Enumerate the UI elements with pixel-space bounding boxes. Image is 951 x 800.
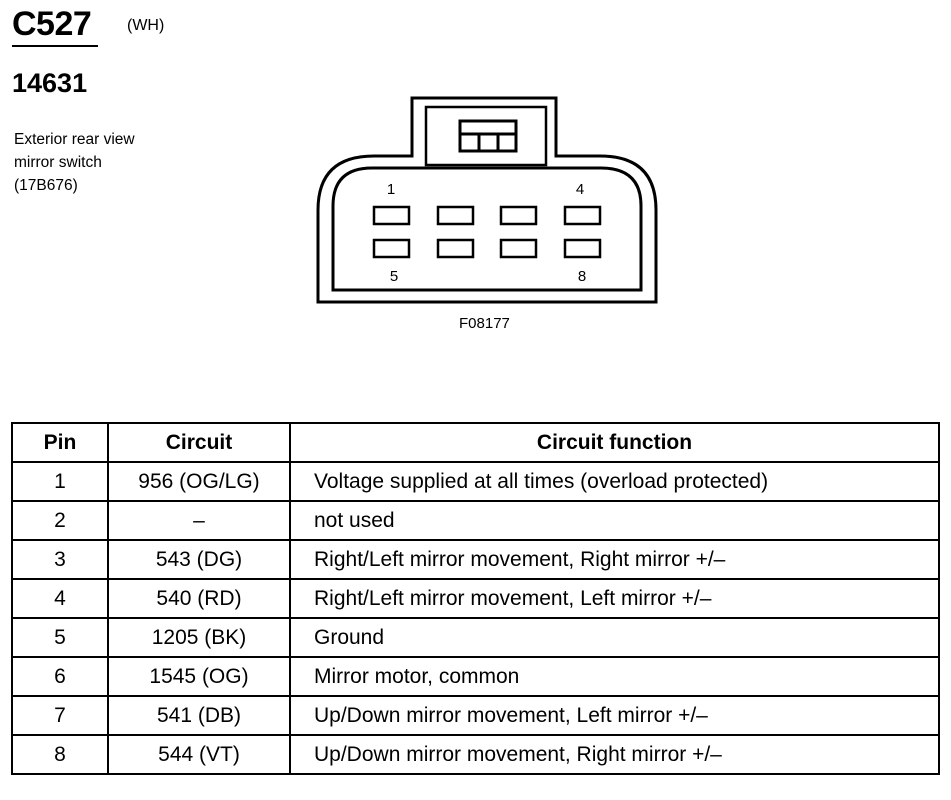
- terminal-cavity-6: [436, 238, 475, 259]
- connector-id: C527: [12, 5, 92, 43]
- function-cell: Voltage supplied at all times (overload …: [289, 461, 940, 502]
- header-circuit: Circuit: [107, 422, 291, 463]
- circuit-cell: 540 (RD): [107, 578, 291, 619]
- function-cell: Up/Down mirror movement, Right mirror +/…: [289, 734, 940, 775]
- description-line: Exterior rear view: [14, 131, 135, 148]
- terminal-cavity-7: [499, 238, 538, 259]
- connector-housing-inner: [331, 166, 643, 292]
- table-row: 1 956 (OG/LG) Voltage supplied at all ti…: [11, 461, 940, 502]
- connector-face-diagram: 1 4 5 8: [316, 96, 658, 304]
- cavity-label-1: 1: [387, 181, 395, 198]
- circuit-cell: 543 (DG): [107, 539, 291, 580]
- pin-cell: 3: [11, 539, 109, 580]
- pin-cell: 1: [11, 461, 109, 502]
- figure-code: F08177: [459, 315, 510, 332]
- terminal-cavity-2: [436, 205, 475, 226]
- function-cell: Ground: [289, 617, 940, 658]
- pinout-table: Pin Circuit Circuit function 1 956 (OG/L…: [11, 422, 940, 775]
- connector-housing-outer: [316, 96, 658, 304]
- connector-id-underline: [12, 45, 98, 47]
- circuit-cell: 541 (DB): [107, 695, 291, 736]
- table-row: 7 541 (DB) Up/Down mirror movement, Left…: [11, 695, 940, 736]
- circuit-cell: 1205 (BK): [107, 617, 291, 658]
- pin-cell: 5: [11, 617, 109, 658]
- header-function: Circuit function: [289, 422, 940, 463]
- circuit-cell: 956 (OG/LG): [107, 461, 291, 502]
- function-cell: Up/Down mirror movement, Left mirror +/–: [289, 695, 940, 736]
- table-row: 3 543 (DG) Right/Left mirror movement, R…: [11, 539, 940, 580]
- pin-cell: 7: [11, 695, 109, 736]
- table-row: 4 540 (RD) Right/Left mirror movement, L…: [11, 578, 940, 619]
- cavity-label-5: 5: [390, 268, 398, 285]
- description-line: mirror switch: [14, 154, 102, 171]
- function-cell: not used: [289, 500, 940, 541]
- cavity-label-4: 4: [576, 181, 584, 198]
- table-row: 6 1545 (OG) Mirror motor, common: [11, 656, 940, 697]
- terminal-cavity-3: [499, 205, 538, 226]
- circuit-cell: 544 (VT): [107, 734, 291, 775]
- function-cell: Mirror motor, common: [289, 656, 940, 697]
- pin-cell: 8: [11, 734, 109, 775]
- table-row: 5 1205 (BK) Ground: [11, 617, 940, 658]
- header-pin: Pin: [11, 422, 109, 463]
- connector-description: Exterior rear view mirror switch (17B676…: [14, 128, 135, 197]
- pin-cell: 6: [11, 656, 109, 697]
- latch-lock: [458, 119, 518, 153]
- latch-tab: [424, 105, 548, 167]
- description-line: (17B676): [14, 177, 78, 194]
- terminal-cavity-4: [563, 205, 602, 226]
- circuit-cell: 1545 (OG): [107, 656, 291, 697]
- function-cell: Right/Left mirror movement, Left mirror …: [289, 578, 940, 619]
- connector-color-code: (WH): [127, 17, 165, 34]
- terminal-cavity-8: [563, 238, 602, 259]
- part-number: 14631: [12, 68, 88, 98]
- table-row: 2 – not used: [11, 500, 940, 541]
- table-row: 8 544 (VT) Up/Down mirror movement, Righ…: [11, 734, 940, 775]
- cavity-label-8: 8: [578, 268, 586, 285]
- circuit-cell: –: [107, 500, 291, 541]
- terminal-cavity-1: [372, 205, 411, 226]
- function-cell: Right/Left mirror movement, Right mirror…: [289, 539, 940, 580]
- table-header-row: Pin Circuit Circuit function: [11, 422, 940, 463]
- pin-cell: 2: [11, 500, 109, 541]
- terminal-cavity-5: [372, 238, 411, 259]
- pin-cell: 4: [11, 578, 109, 619]
